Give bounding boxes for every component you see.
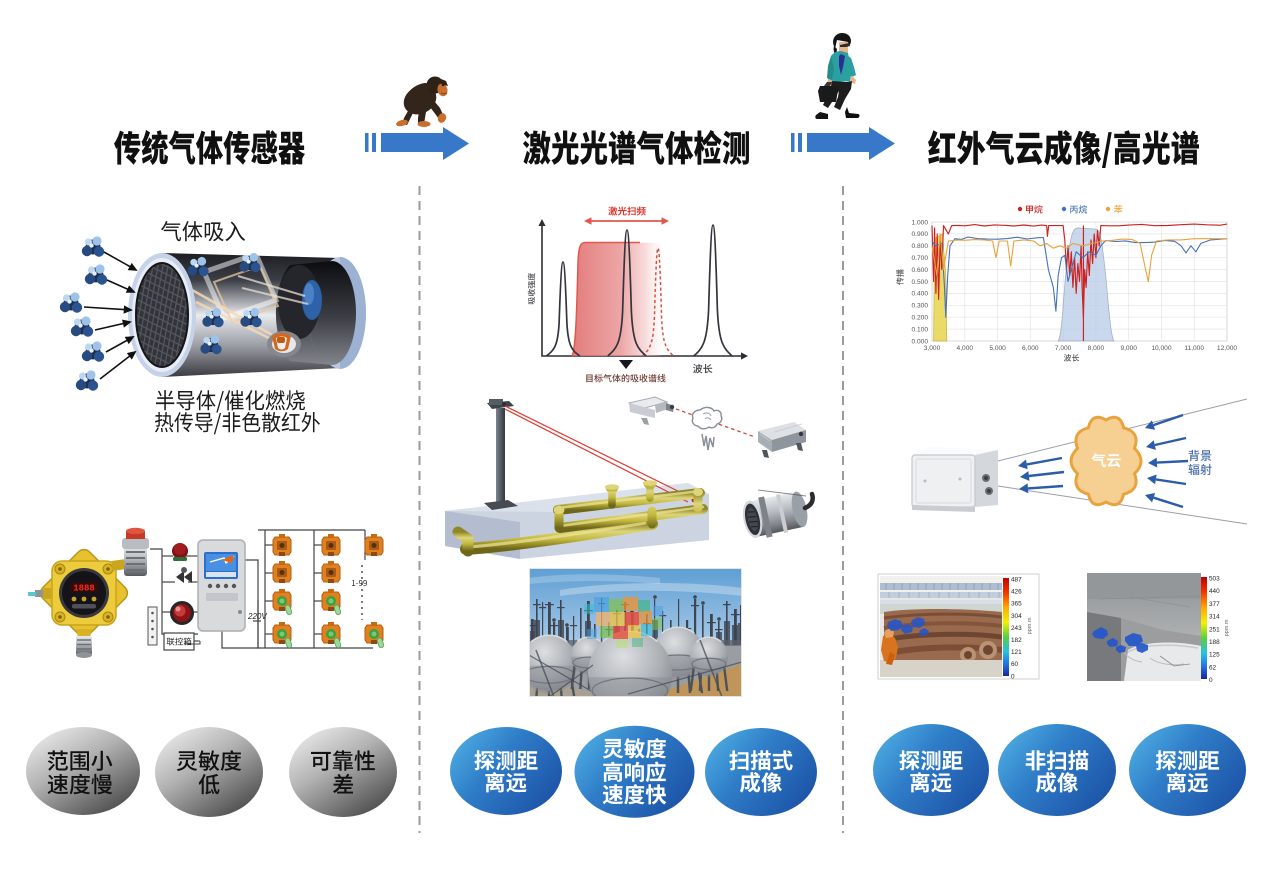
svg-text:ppm.m: ppm.m <box>1224 619 1230 636</box>
svg-text:5,000: 5,000 <box>989 345 1006 352</box>
svg-text:7,000: 7,000 <box>1055 345 1072 352</box>
svg-text:60: 60 <box>1011 661 1019 668</box>
svg-text:10,000: 10,000 <box>1151 345 1172 352</box>
svg-text:1.000: 1.000 <box>911 219 928 226</box>
svg-text:6,000: 6,000 <box>1022 345 1039 352</box>
svg-text:182: 182 <box>1011 637 1022 644</box>
svg-text:220V: 220V <box>247 612 267 621</box>
svg-text:0.500: 0.500 <box>911 279 928 286</box>
svg-text:251: 251 <box>1209 626 1220 633</box>
svg-text:304: 304 <box>1011 613 1022 620</box>
svg-text:0.700: 0.700 <box>911 255 928 262</box>
svg-text:3,000: 3,000 <box>924 345 941 352</box>
svg-text:188: 188 <box>1209 639 1220 646</box>
svg-text:377: 377 <box>1209 601 1220 608</box>
svg-text:440: 440 <box>1209 588 1220 595</box>
svg-text:1888: 1888 <box>73 584 95 594</box>
svg-text:0.300: 0.300 <box>911 303 928 310</box>
svg-text:9,000: 9,000 <box>1120 345 1137 352</box>
svg-text:62: 62 <box>1209 664 1217 671</box>
svg-text:125: 125 <box>1209 652 1220 659</box>
svg-text:503: 503 <box>1209 576 1220 583</box>
svg-text:0.400: 0.400 <box>911 291 928 298</box>
svg-text:243: 243 <box>1011 625 1022 632</box>
svg-text:ppm.m: ppm.m <box>1027 617 1033 634</box>
svg-text:121: 121 <box>1011 649 1022 656</box>
svg-text:11,000: 11,000 <box>1184 345 1204 352</box>
svg-text:0: 0 <box>1209 677 1213 684</box>
svg-text:487: 487 <box>1011 577 1022 584</box>
svg-text:0: 0 <box>1011 673 1015 680</box>
svg-text:4,000: 4,000 <box>957 345 974 352</box>
svg-text:0.200: 0.200 <box>911 315 928 322</box>
svg-text:8,000: 8,000 <box>1088 345 1105 352</box>
svg-text:0.800: 0.800 <box>911 243 928 250</box>
svg-text:426: 426 <box>1011 589 1022 596</box>
svg-text:0.900: 0.900 <box>911 231 928 238</box>
svg-text:0.600: 0.600 <box>911 267 928 274</box>
svg-text:314: 314 <box>1209 614 1220 621</box>
svg-text:0.000: 0.000 <box>911 338 928 345</box>
svg-text:365: 365 <box>1011 601 1022 608</box>
svg-text:12,000: 12,000 <box>1217 345 1238 352</box>
svg-text:0.100: 0.100 <box>911 326 928 333</box>
